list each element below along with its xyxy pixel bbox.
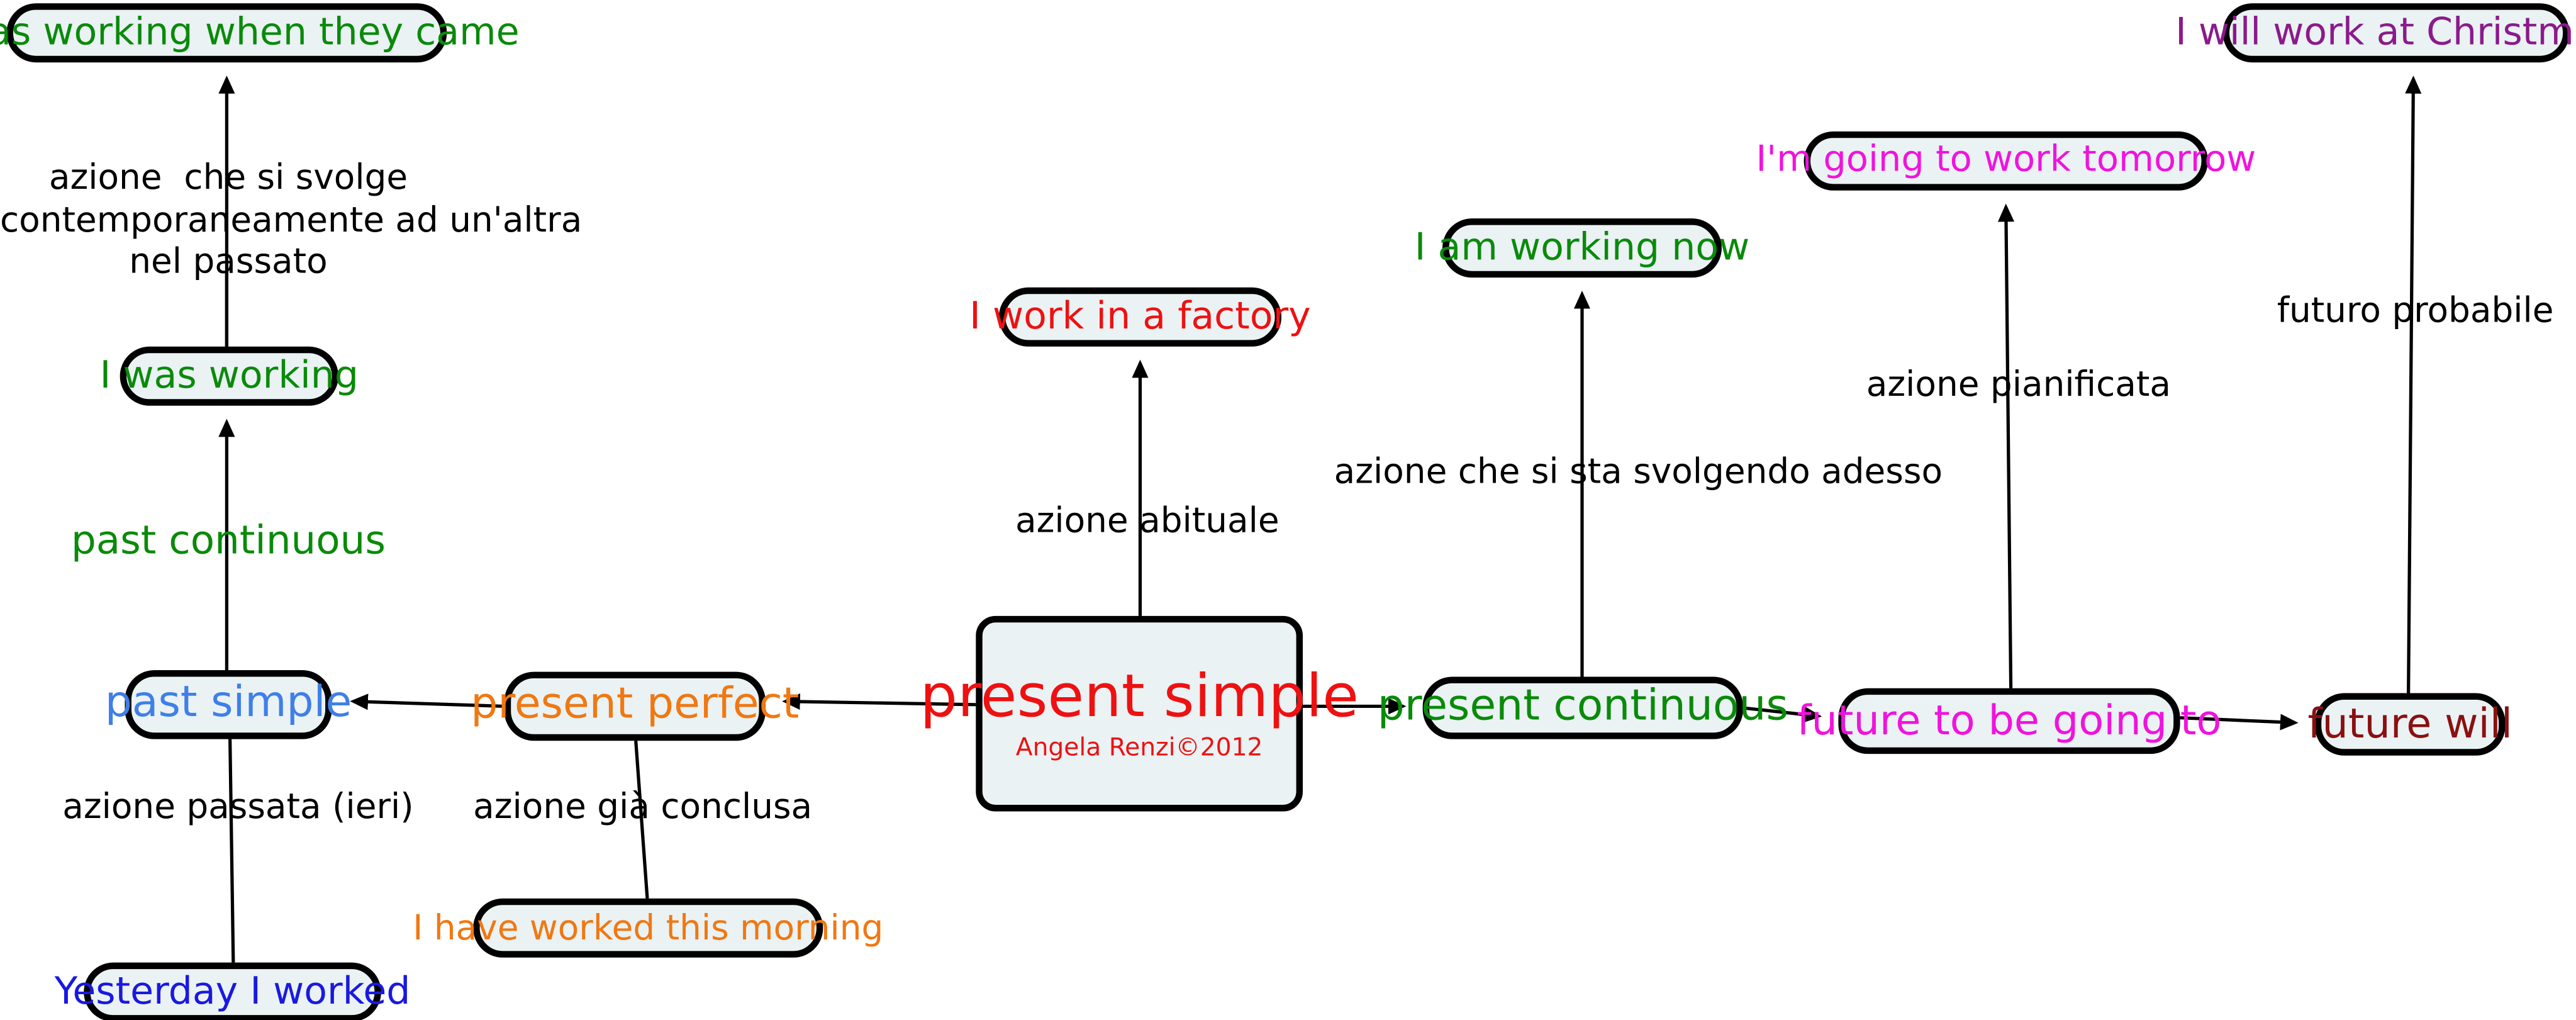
node-label: past simple bbox=[104, 678, 352, 729]
node-label: present continuous bbox=[1377, 682, 1788, 732]
node-label: I was working bbox=[99, 354, 359, 398]
node-i-work-in-a-factory[interactable]: I work in a factory bbox=[969, 287, 1311, 347]
edge-label-azione-pianificata: azione pianificata bbox=[1866, 364, 2171, 405]
node-label: I am working now bbox=[1414, 227, 1750, 269]
node-future-will[interactable]: future will bbox=[2307, 693, 2512, 756]
node-label: I will work at Christmas bbox=[2175, 11, 2576, 54]
node-label: present simple bbox=[920, 663, 1359, 731]
node-label: I have worked this morning bbox=[413, 908, 884, 948]
edge-label-azione-svolgendo-adesso: azione che si sta svolgendo adesso bbox=[1334, 451, 1943, 491]
node-label: future will bbox=[2307, 699, 2513, 748]
node-i-will-work-at-christmas[interactable]: I will work at Christmas bbox=[2175, 3, 2576, 63]
edge-label-azione-passata-ieri: azione passata (ieri) bbox=[62, 787, 414, 826]
node-present-continuous[interactable]: present continuous bbox=[1378, 676, 1788, 739]
node-label: I was working when they came bbox=[0, 11, 520, 54]
node-yesterday-i-worked[interactable]: Yesterday I worked bbox=[55, 962, 410, 1020]
node-label: I work in a factory bbox=[969, 295, 1311, 339]
node-credit-label: Angela Renzi©2012 bbox=[1015, 731, 1263, 761]
node-past-simple[interactable]: past simple bbox=[105, 670, 352, 739]
node-label: present perfect bbox=[471, 680, 800, 730]
node-future-to-be-going-to[interactable]: future to be going to bbox=[1797, 688, 2222, 754]
edge-label-futuro-probabile: futuro probabile bbox=[2277, 291, 2554, 330]
node-label: Yesterday I worked bbox=[54, 970, 411, 1014]
node-i-have-worked-this-morning[interactable]: I have worked this morning bbox=[413, 898, 883, 958]
node-present-perfect[interactable]: present perfect bbox=[471, 671, 799, 741]
edge-label-azione-gia-conclusa: azione già conclusa bbox=[473, 787, 813, 826]
node-label: future to be going to bbox=[1797, 696, 2222, 744]
edge-label-azione-contemporanea: azione che si svolge contemporaneamente … bbox=[0, 157, 583, 281]
node-i-was-working-when-they-came[interactable]: I was working when they came bbox=[0, 3, 520, 63]
node-i-was-working[interactable]: I was working bbox=[100, 346, 359, 406]
node-i-am-working-now[interactable]: I am working now bbox=[1415, 218, 1749, 278]
edge-label-azione-abituale: azione abituale bbox=[1015, 501, 1280, 541]
node-im-going-to-work-tomorrow[interactable]: I'm going to work tomorrow bbox=[1756, 131, 2256, 191]
node-label: I'm going to work tomorrow bbox=[1756, 140, 2256, 182]
node-present-simple[interactable]: present simple Angela Renzi©2012 bbox=[920, 615, 1359, 812]
edge-label-past-continuous: past continuous bbox=[70, 517, 386, 564]
